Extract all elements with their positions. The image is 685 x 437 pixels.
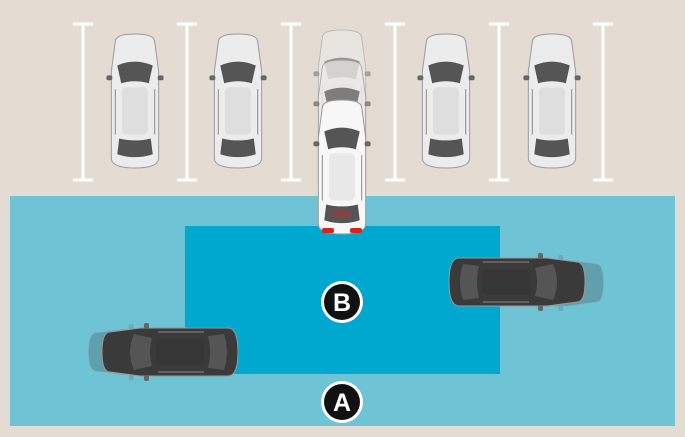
zone-b-label: B bbox=[333, 289, 351, 317]
approaching-car-left bbox=[101, 322, 239, 382]
parked-car-5 bbox=[522, 33, 582, 169]
label-b-icon: B bbox=[321, 281, 363, 323]
parked-car-2 bbox=[208, 33, 268, 169]
parked-car-4 bbox=[416, 33, 476, 169]
parked-car-1 bbox=[105, 33, 165, 169]
zone-a-label: A bbox=[333, 389, 351, 417]
tail-light-icon bbox=[322, 210, 362, 233]
approaching-car-right bbox=[448, 252, 586, 312]
parking-stall-lines bbox=[73, 22, 613, 182]
label-a-icon: A bbox=[321, 381, 363, 423]
